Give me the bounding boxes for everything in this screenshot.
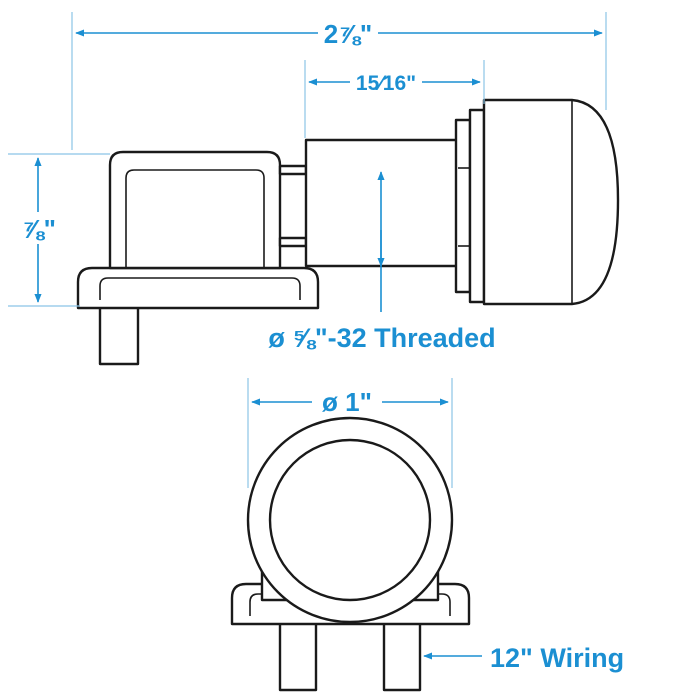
side-body-block — [108, 150, 282, 270]
side-nut-outer — [454, 118, 472, 294]
label-overall-length: 2⅞" — [324, 19, 372, 49]
side-body-inner — [125, 169, 265, 268]
label-thread-spec: ø ⅝"-32 Threaded — [268, 323, 495, 353]
label-wiring: 12" Wiring — [490, 643, 624, 673]
front-wire-stub-left — [278, 616, 318, 692]
side-base-flange — [76, 266, 320, 310]
front-view — [230, 416, 471, 692]
front-inner-lens — [268, 438, 432, 602]
side-threaded-shaft — [304, 138, 460, 268]
side-connector-top — [278, 164, 308, 176]
side-view — [76, 98, 620, 366]
label-height: ⅞" — [22, 214, 56, 244]
side-lens-dome — [482, 98, 620, 306]
side-connector-bottom — [278, 236, 308, 248]
label-thread-length: 15⁄16" — [356, 72, 416, 95]
front-wire-stub-right — [382, 616, 422, 692]
label-diameter: ø 1" — [322, 387, 372, 417]
side-base-inner — [99, 277, 301, 300]
side-wire-stub — [98, 300, 140, 366]
side-nut-inner — [468, 108, 486, 304]
